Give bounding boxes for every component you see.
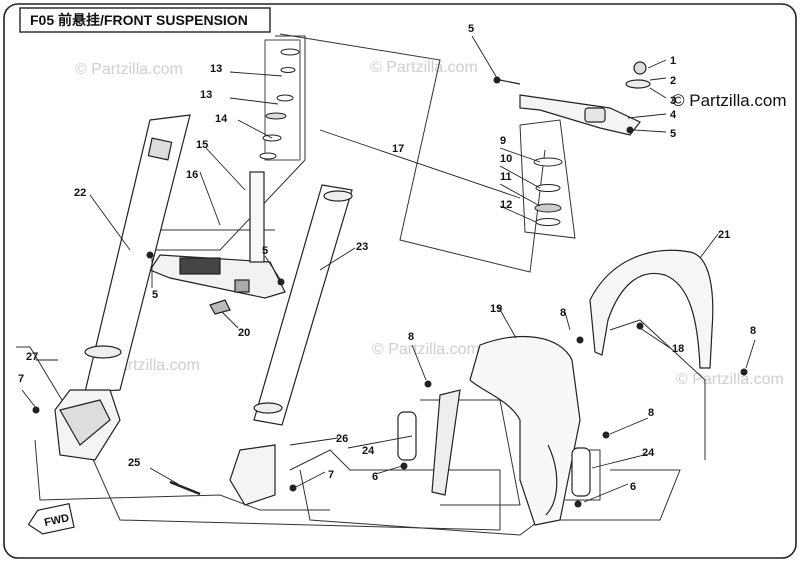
upper-triple-clamp: [494, 61, 651, 136]
callout-4: 4: [670, 109, 677, 121]
outline-left-fork: [16, 346, 501, 531]
fwd-arrow: FWD: [27, 502, 75, 535]
outline-upper-fender: [609, 319, 706, 460]
callout-11: 11: [500, 171, 512, 183]
callout-5: 5: [262, 245, 268, 257]
callout-13: 13: [200, 89, 212, 101]
outline-bracket-left: [420, 399, 521, 506]
upper-fender: [589, 249, 714, 369]
callout-3: 3: [670, 95, 676, 107]
outline-bottom-left: [34, 439, 330, 511]
callout-24: 24: [362, 445, 375, 457]
watermark: © Partzilla.com: [676, 371, 784, 388]
callout-5: 5: [468, 23, 474, 35]
callout-1: 1: [670, 55, 676, 67]
leader-lines: [21, 35, 756, 503]
fasteners: [32, 76, 748, 508]
outer-frame: [3, 3, 797, 559]
callout-20: 20: [238, 327, 250, 339]
watermark: © Partzilla.com: [75, 61, 183, 78]
callout-6: 6: [372, 471, 378, 483]
callout-14: 14: [215, 113, 228, 125]
watermark: © Partzilla.com: [370, 59, 478, 76]
callout-12: 12: [500, 199, 512, 211]
callout-8: 8: [648, 407, 654, 419]
callout-24: 24: [642, 447, 655, 459]
callout-8: 8: [560, 307, 566, 319]
callout-8: 8: [408, 331, 414, 343]
upper-tube-parts: [259, 39, 301, 161]
callout-2: 2: [670, 75, 676, 87]
callout-16: 16: [186, 169, 198, 181]
callout-27: 27: [26, 351, 38, 363]
callout-8: 8: [750, 325, 756, 337]
watermark: © Partzilla.com: [372, 341, 480, 358]
callout-10: 10: [500, 153, 512, 165]
outline-fender: [299, 469, 681, 536]
callout-7: 7: [18, 373, 24, 385]
callout-15: 15: [196, 139, 208, 151]
fwd-label: FWD: [43, 512, 70, 529]
washer-stack: [533, 157, 563, 226]
callout-5: 5: [152, 289, 158, 301]
callout-9: 9: [500, 135, 506, 147]
callout-labels: 1 2 3 4 5 5 5 5 6 6 7 7 8 8 8 8 9 10 11 …: [18, 23, 756, 493]
callout-7: 7: [328, 469, 334, 481]
callout-5: 5: [670, 128, 676, 140]
callout-25: 25: [128, 457, 140, 469]
title-box: F05 前悬挂/FRONT SUSPENSION: [19, 7, 271, 33]
callout-23: 23: [356, 241, 368, 253]
callout-26: 26: [336, 433, 348, 445]
callout-21: 21: [718, 229, 730, 241]
callout-22: 22: [74, 187, 86, 199]
callout-17: 17: [392, 143, 404, 155]
callout-13: 13: [210, 63, 222, 75]
callout-19: 19: [490, 303, 502, 315]
outline-clamp-group: [279, 33, 546, 273]
callout-6: 6: [630, 481, 636, 493]
left-fork-tube: [54, 114, 191, 461]
right-fork-tube: [169, 184, 353, 506]
front-fender: [397, 335, 591, 526]
callout-18: 18: [672, 343, 684, 355]
diagram-title: F05 前悬挂/FRONT SUSPENSION: [30, 12, 248, 28]
copyright-text: © Partzilla.com: [672, 91, 787, 110]
